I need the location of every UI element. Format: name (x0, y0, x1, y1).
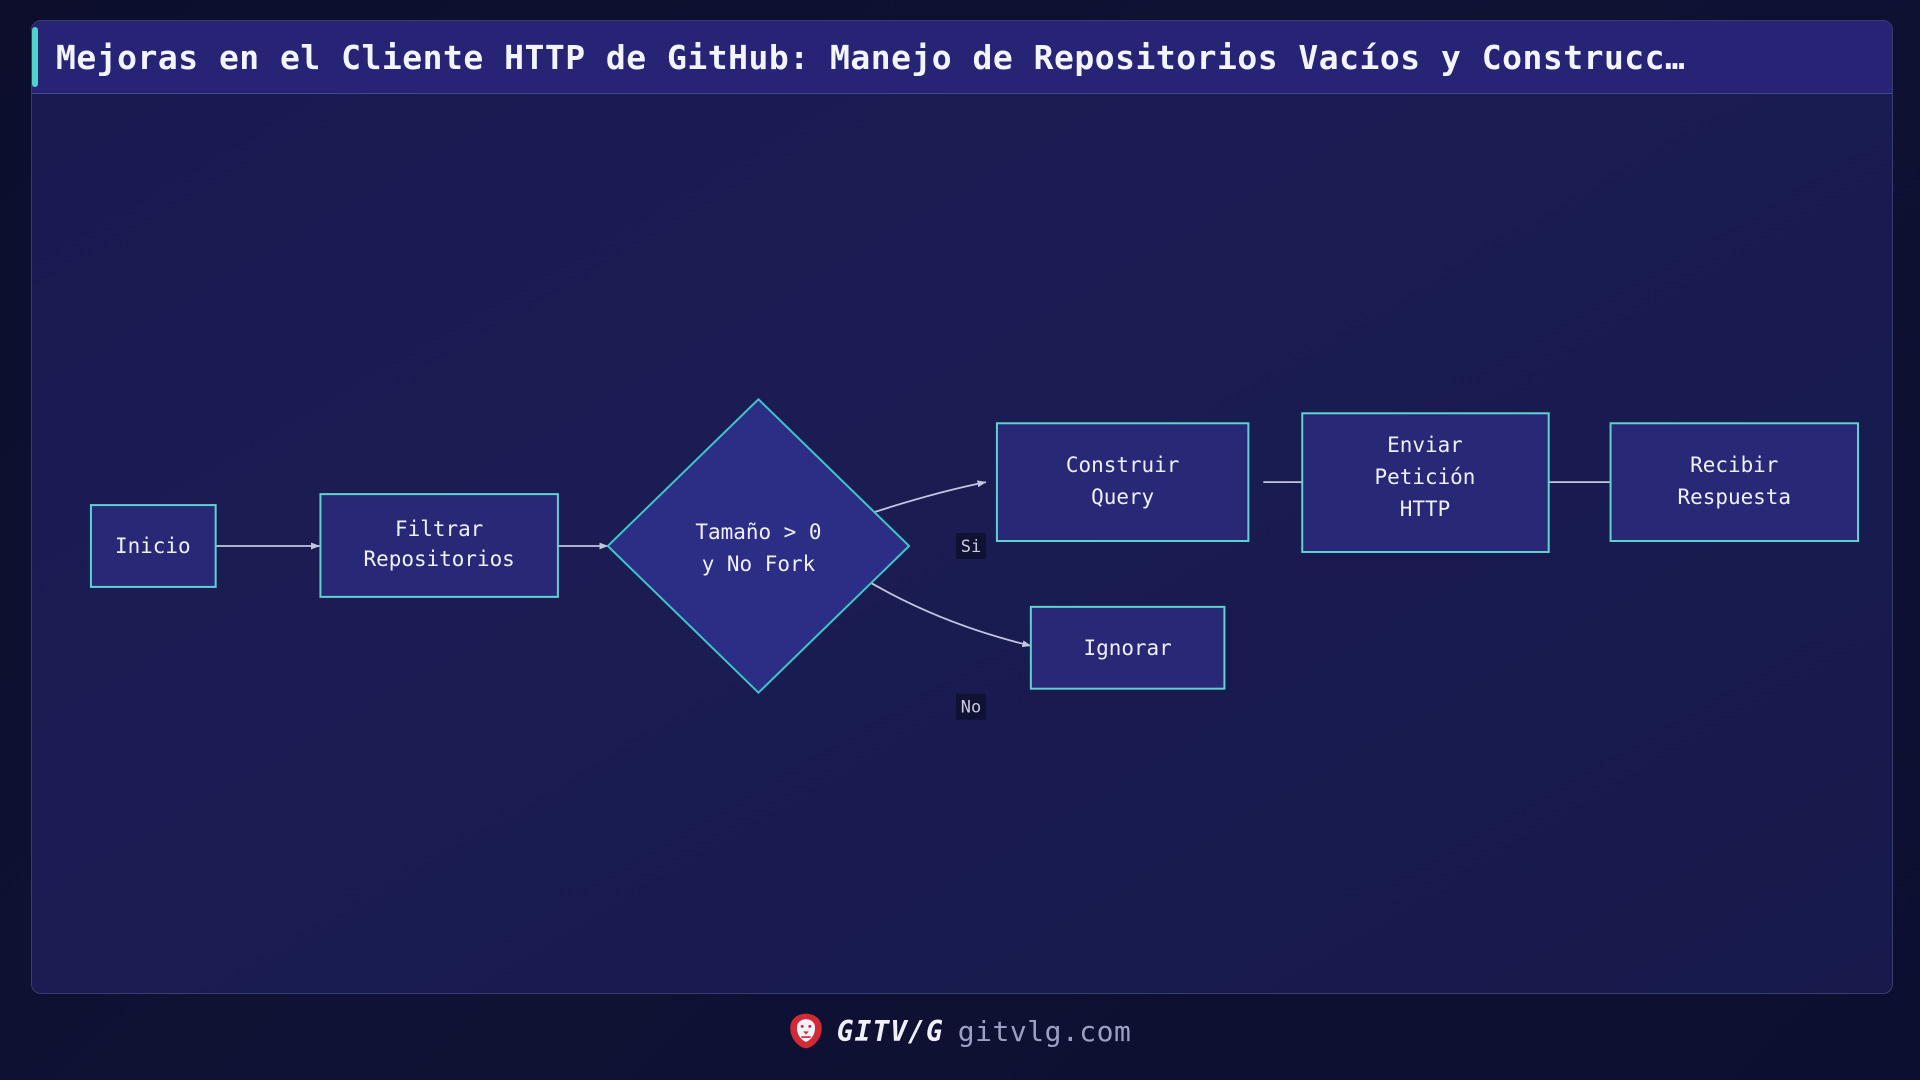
edge-decision-to-ignorar: No (858, 575, 1032, 720)
diagram-canvas: Si No Inicio (32, 94, 1892, 993)
flow-node-ignorar[interactable]: Ignorar (1029, 605, 1226, 690)
flow-node-decision-line-0: Tamaño > 0 (695, 520, 821, 544)
flow-node-enviar-peticion-http[interactable]: Enviar Petición HTTP (1301, 412, 1550, 553)
footer-branding: GITV/G gitvlg.com (0, 1000, 1920, 1062)
flow-node-ignorar-line-0: Ignorar (1084, 636, 1172, 660)
flow-node-filtrar-repositorios[interactable]: Filtrar Repositorios (319, 493, 559, 598)
title-accent-bar (32, 27, 38, 87)
flow-node-enviar-line-0: Enviar (1387, 433, 1463, 457)
footer-brand-name: GITV/G (836, 1014, 944, 1048)
flow-node-filtrar-line-1: Repositorios (364, 547, 515, 571)
edge-label-si: Si (961, 536, 981, 556)
flow-node-construir-query[interactable]: Construir Query (995, 422, 1250, 543)
slide-title-bar: Mejoras en el Cliente HTTP de GitHub: Ma… (32, 21, 1892, 94)
lion-head-icon (789, 1013, 822, 1049)
edge-label-si-bg (956, 533, 986, 559)
flow-node-inicio[interactable]: Inicio (89, 504, 217, 588)
flow-node-recibir-line-0: Recibir (1690, 453, 1778, 477)
edge-label-no: No (961, 697, 981, 717)
flow-node-recibir-line-1: Respuesta (1678, 485, 1791, 509)
flow-node-recibir-respuesta[interactable]: Recibir Respuesta (1609, 422, 1860, 543)
flow-node-query-line-1: Query (1091, 485, 1154, 509)
flowchart-svg: Si No Inicio (89, 397, 1860, 720)
flow-node-filtrar-line-0: Filtrar (395, 517, 483, 541)
flow-node-enviar-line-2: HTTP (1400, 497, 1450, 521)
flow-node-enviar-line-1: Petición (1375, 465, 1476, 489)
flow-node-inicio-line-0: Inicio (115, 534, 191, 558)
flow-node-decision-tamano-fork[interactable]: Tamaño > 0 y No Fork (606, 397, 911, 695)
page-title: Mejoras en el Cliente HTTP de GitHub: Ma… (56, 37, 1686, 77)
edge-label-no-bg (956, 693, 986, 720)
slide-card: Mejoras en el Cliente HTTP de GitHub: Ma… (31, 20, 1893, 994)
flow-node-decision-line-1: y No Fork (702, 552, 816, 576)
flow-node-query-line-0: Construir (1066, 453, 1179, 477)
footer-url: gitvlg.com (957, 1014, 1132, 1048)
